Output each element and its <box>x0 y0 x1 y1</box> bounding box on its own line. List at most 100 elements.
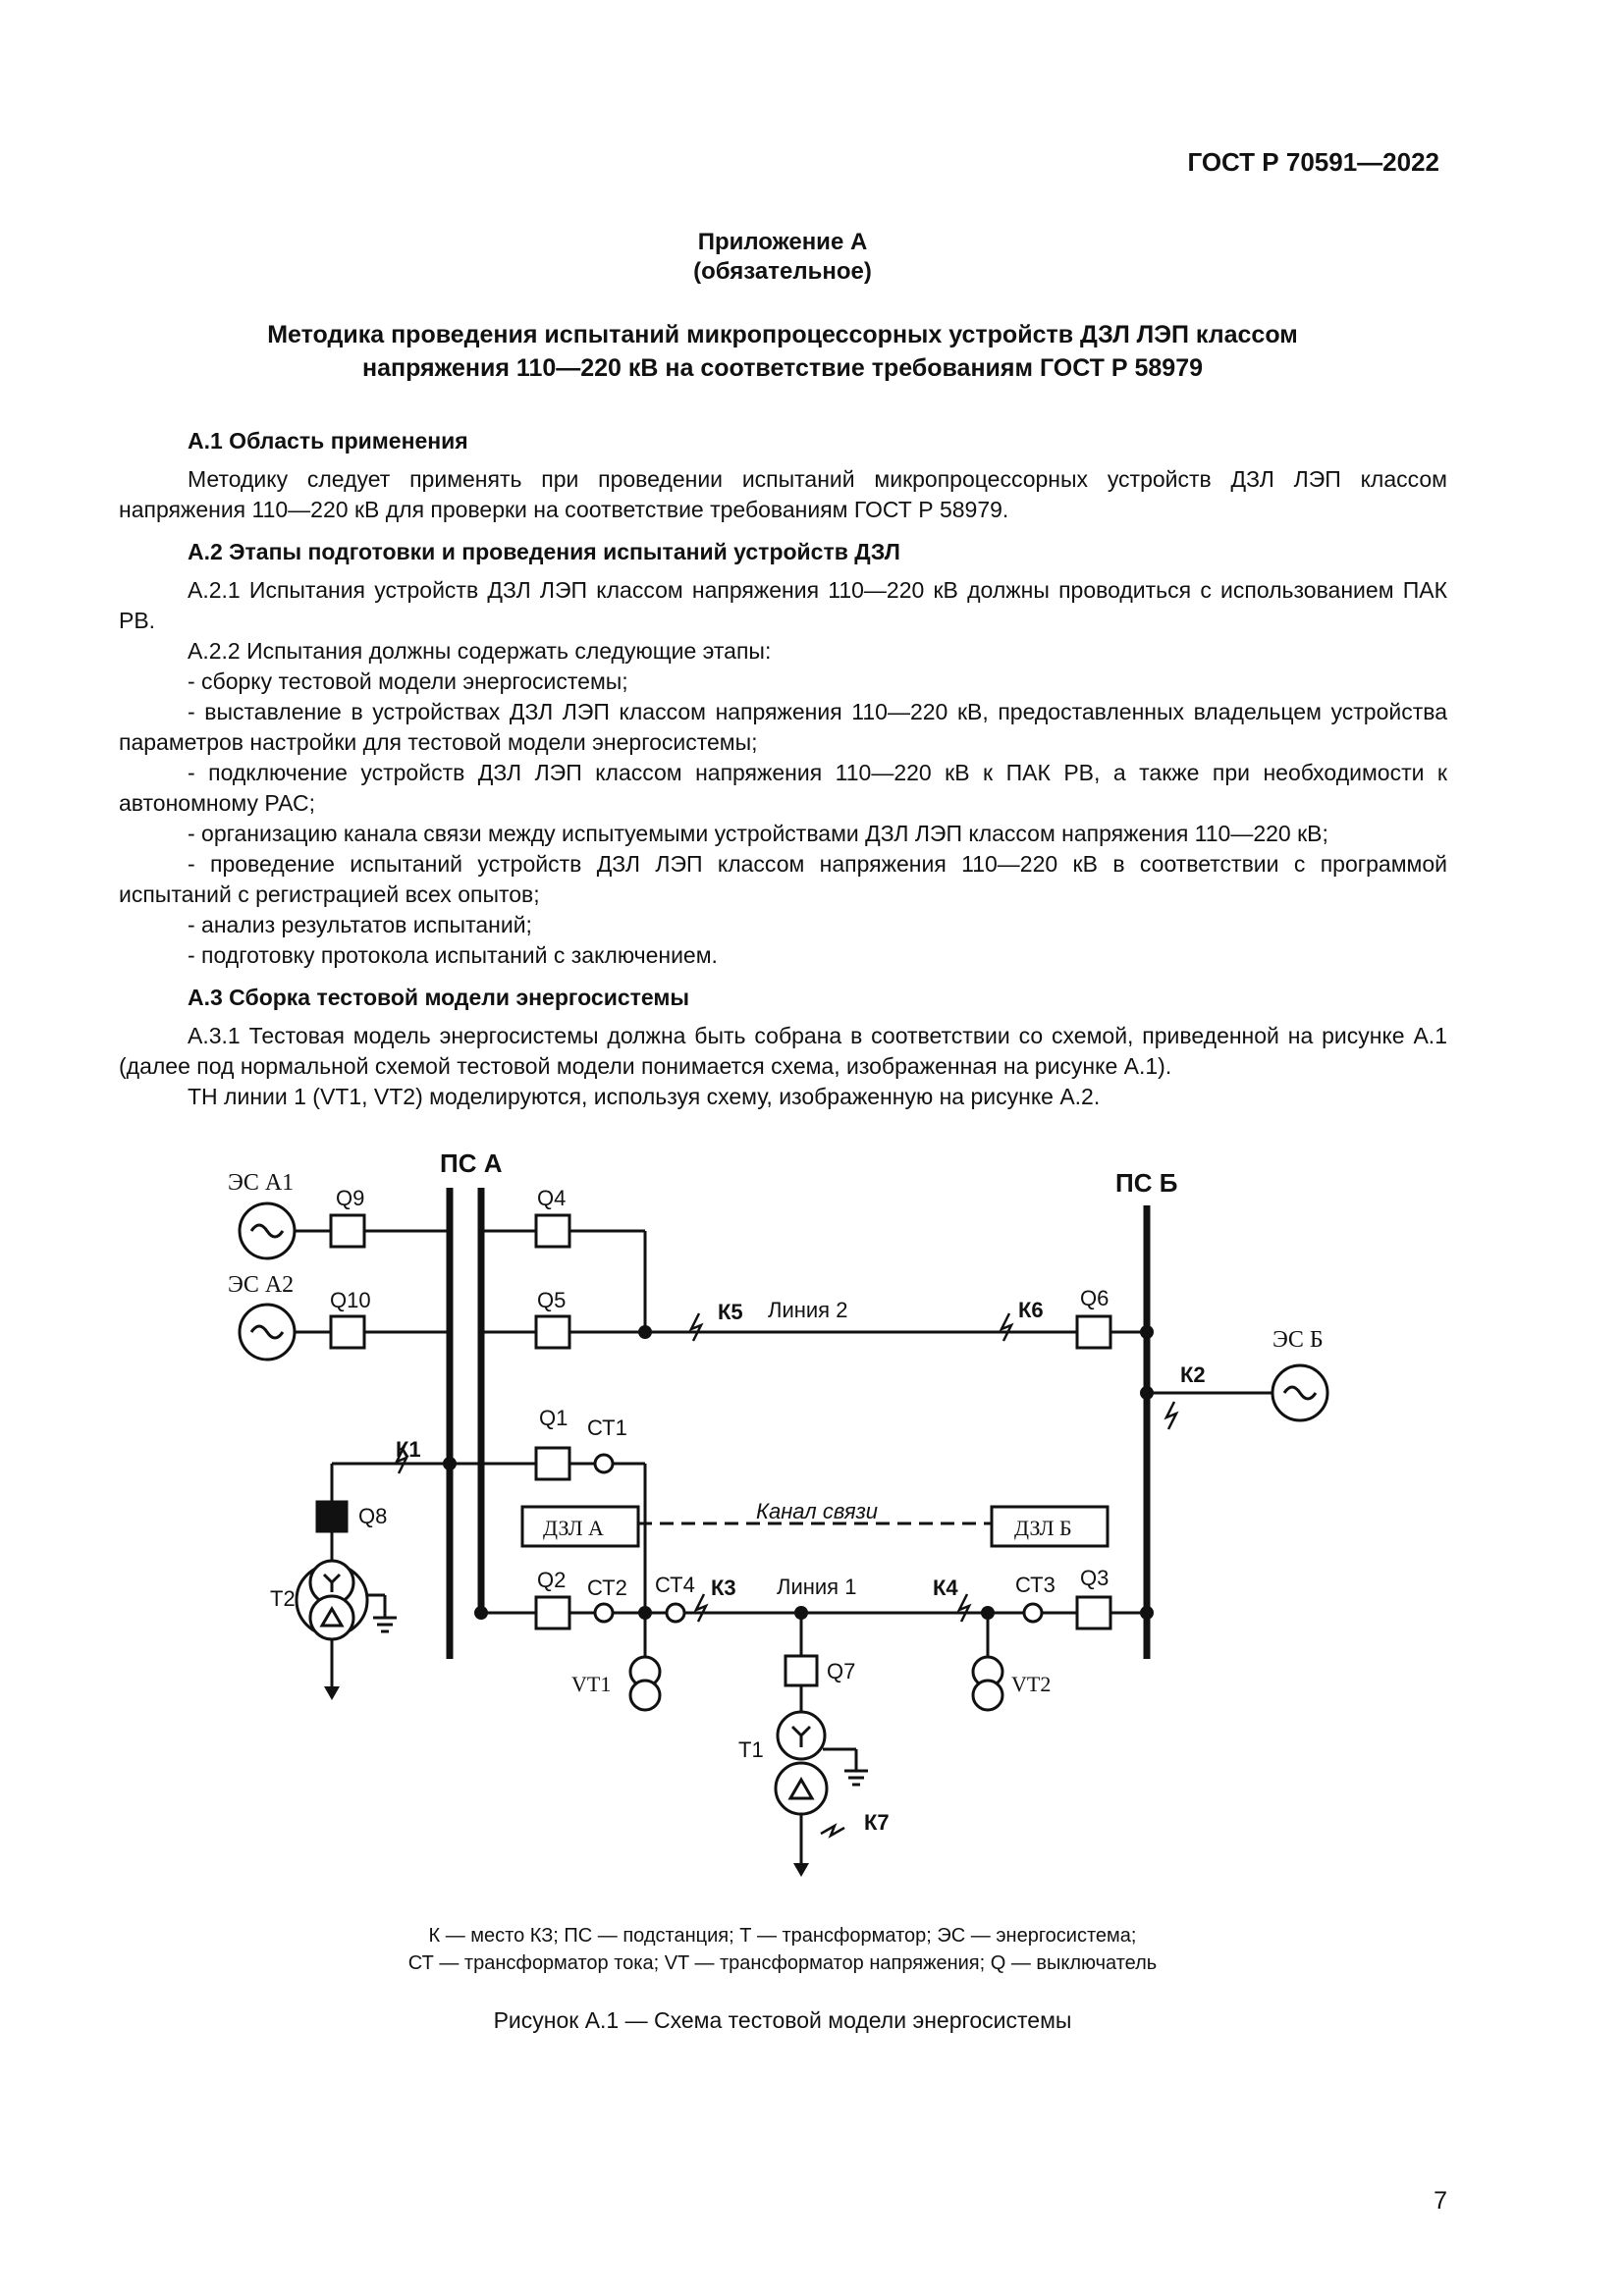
label-k1: К1 <box>396 1437 421 1462</box>
ct3-icon <box>1022 1602 1044 1624</box>
document-body: А.1 Область применения Методику следует … <box>119 426 1447 1112</box>
label-ct2: СТ2 <box>587 1575 627 1600</box>
t2-transformer-icon <box>295 1559 369 1641</box>
es-a2-generator-icon <box>238 1303 297 1362</box>
label-ct1: СТ1 <box>587 1415 627 1440</box>
label-k2: К2 <box>1180 1362 1206 1387</box>
label-vt1: VT1 <box>571 1672 611 1696</box>
dzl-b-box <box>990 1505 1110 1548</box>
label-channel: Канал связи <box>756 1499 878 1523</box>
list-item: - подключение устройств ДЗЛ ЛЭП классом … <box>119 760 1447 816</box>
list-item: - сборку тестовой модели энергосистемы; <box>188 668 628 694</box>
label-line-2: Линия 2 <box>768 1298 847 1322</box>
list-item: - организацию канала связи между испытуе… <box>188 821 1328 846</box>
label-k6: К6 <box>1018 1298 1044 1322</box>
generators <box>238 1201 1329 1422</box>
breaker-q1 <box>534 1446 571 1481</box>
ct1-icon <box>593 1453 615 1474</box>
label-q2: Q2 <box>537 1568 566 1592</box>
fault-k1-icon <box>394 1445 409 1474</box>
list-item: - проведение испытаний устройств ДЗЛ ЛЭП… <box>119 851 1447 907</box>
list-item: - анализ результатов испытаний; <box>188 912 532 937</box>
breaker-q9 <box>329 1213 366 1249</box>
junctions <box>443 1325 1154 1620</box>
label-q8: Q8 <box>358 1504 387 1528</box>
ct4-icon <box>665 1602 686 1624</box>
section-a3-paragraph-1: А.3.1 Тестовая модель энергосистемы долж… <box>119 1023 1447 1079</box>
label-q7: Q7 <box>827 1659 855 1683</box>
label-line-1: Линия 1 <box>777 1575 856 1599</box>
fault-k7-icon <box>820 1823 845 1839</box>
vt1-icon <box>628 1655 662 1712</box>
diagram-labels: ПС А ПС Б ЭС А1 ЭС А2 ЭС Б Q9 Q10 Q4 Q5 … <box>228 1148 1324 1835</box>
fault-k4-icon <box>956 1593 972 1623</box>
label-es-a2: ЭС А2 <box>228 1272 294 1298</box>
ct2-icon <box>593 1602 615 1624</box>
fault-k5-icon <box>688 1312 704 1342</box>
label-dzl-a: ДЗЛ А <box>543 1516 604 1540</box>
label-ps-a: ПС А <box>440 1148 503 1178</box>
breaker-q3 <box>1075 1595 1112 1630</box>
list-item: - подготовку протокола испытаний с заклю… <box>188 942 718 968</box>
breaker-q10 <box>329 1314 366 1350</box>
arrows <box>324 1686 809 1877</box>
list-item: - выставление в устройствах ДЗЛ ЛЭП клас… <box>119 699 1447 755</box>
section-a3-heading: А.3 Сборка тестовой модели энергосистемы <box>188 985 690 1010</box>
current-transformers <box>593 1453 1044 1624</box>
section-a1-paragraph: Методику следует применять при проведени… <box>119 466 1447 522</box>
label-k3: К3 <box>711 1575 736 1600</box>
label-vt2: VT2 <box>1011 1672 1051 1696</box>
legend-line-2: СТ — трансформатор тока; VT — трансформа… <box>407 1952 1158 1974</box>
es-a1-generator-icon <box>238 1201 297 1260</box>
label-q1: Q1 <box>539 1406 568 1430</box>
document-title-line-1: Методика проведения испытаний микропроце… <box>267 321 1298 348</box>
document-title: Методика проведения испытаний микропроце… <box>118 318 1447 385</box>
annex-title: Приложение А (обязательное) <box>118 228 1447 287</box>
wires <box>295 1188 1272 1869</box>
fault-k6-icon <box>999 1312 1014 1342</box>
label-k5: К5 <box>718 1300 743 1324</box>
annex-status: (обязательное) <box>693 258 872 285</box>
es-b-generator-icon <box>1271 1363 1329 1422</box>
vt2-icon <box>971 1655 1004 1712</box>
voltage-transformers <box>628 1655 1004 1712</box>
label-ct3: СТ3 <box>1015 1573 1056 1597</box>
label-dzl-b: ДЗЛ Б <box>1014 1516 1072 1540</box>
label-t2: Т2 <box>270 1586 296 1611</box>
breaker-q2 <box>534 1595 571 1630</box>
figure-caption: Рисунок А.1 — Схема тестовой модели энер… <box>493 2007 1072 2033</box>
t1-transformer-icon <box>774 1710 829 1816</box>
dzl-a-box <box>520 1505 640 1548</box>
fault-k2-icon <box>1164 1401 1179 1430</box>
annex-label: Приложение А <box>697 229 868 255</box>
section-a2-heading: А.2 Этапы подготовки и проведения испыта… <box>188 539 900 564</box>
label-ps-b: ПС Б <box>1115 1168 1177 1198</box>
fault-marks <box>394 1312 1179 1839</box>
page-number: 7 <box>1434 2187 1447 2215</box>
breaker-q7 <box>784 1654 819 1687</box>
fault-k3-icon <box>693 1593 709 1623</box>
label-q10: Q10 <box>330 1288 371 1312</box>
label-q3: Q3 <box>1080 1566 1109 1590</box>
section-a1-heading: А.1 Область применения <box>188 428 468 454</box>
document-title-line-2: напряжения 110—220 кВ на соответствие тр… <box>361 354 1204 382</box>
section-a3-paragraph-2: ТН линии 1 (VT1, VT2) моделируются, испо… <box>188 1084 1101 1109</box>
label-ct4: СТ4 <box>655 1573 695 1597</box>
section-a2-paragraph-1: А.2.1 Испытания устройств ДЗЛ ЛЭП классо… <box>119 577 1447 633</box>
breaker-q6 <box>1075 1314 1112 1350</box>
label-es-b: ЭС Б <box>1272 1327 1324 1353</box>
label-q9: Q9 <box>336 1186 364 1210</box>
document-code: ГОСТ Р 70591—2022 <box>1187 147 1439 177</box>
legend-line-1: К — место КЗ; ПС — подстанция; Т — транс… <box>428 1925 1137 1947</box>
breakers <box>315 1213 1112 1687</box>
label-k4: К4 <box>933 1575 958 1600</box>
label-k7: К7 <box>864 1810 890 1835</box>
label-q4: Q4 <box>537 1186 566 1210</box>
label-q6: Q6 <box>1080 1286 1109 1310</box>
label-t1: Т1 <box>738 1737 764 1762</box>
breaker-q4 <box>534 1213 571 1249</box>
power-transformers <box>295 1559 829 1816</box>
breaker-q5 <box>534 1314 571 1350</box>
label-es-a1: ЭС А1 <box>228 1170 294 1196</box>
